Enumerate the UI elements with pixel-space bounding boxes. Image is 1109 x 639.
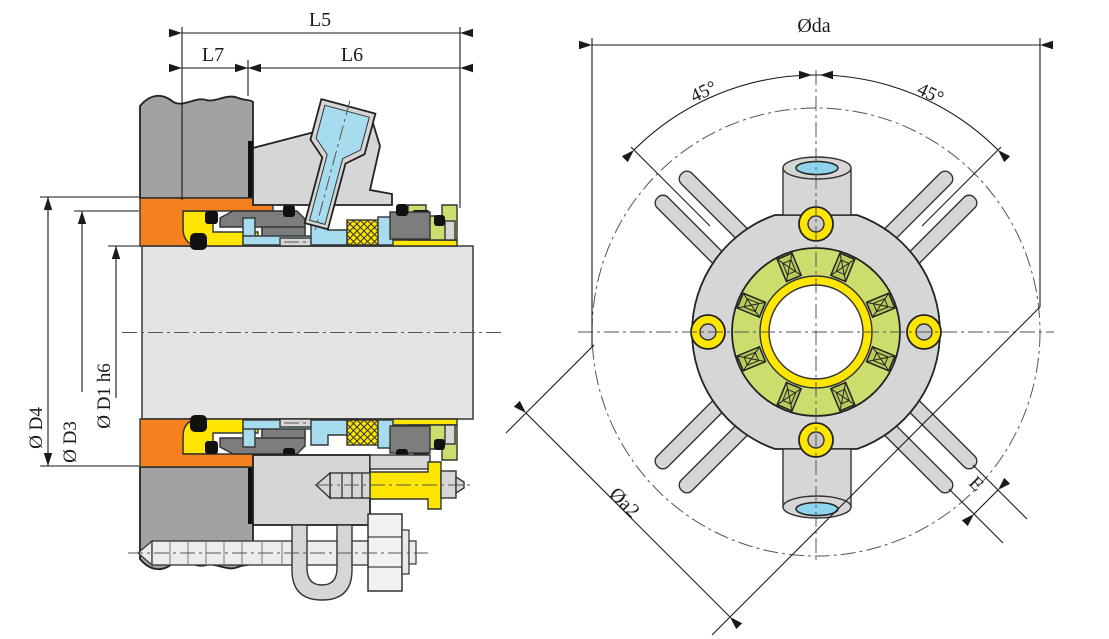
dim-label-l6: L6 bbox=[341, 44, 363, 66]
port-bore-cyan bbox=[795, 501, 839, 517]
dim-label-d3: Ø D3 bbox=[60, 421, 81, 463]
section-view: L5 L7 L6 Ø D4 Ø D3 bbox=[26, 9, 505, 601]
dim-label-e: E bbox=[964, 473, 987, 496]
flush-port-boss-bottom bbox=[782, 448, 852, 519]
end-view: Øda 45° 45° Øa2 bbox=[505, 15, 1054, 636]
flush-port-funnel bbox=[303, 98, 377, 231]
dim-label-d1: Ø D1 h6 bbox=[94, 363, 115, 428]
dim-l6: L6 bbox=[235, 44, 473, 73]
dim-label-l7: L7 bbox=[202, 44, 224, 66]
dim-d4: Ø D4 bbox=[26, 196, 139, 467]
dim-l5: L5 bbox=[169, 9, 473, 208]
dim-d1: Ø D1 h6 bbox=[94, 245, 140, 429]
dim-label-a2: Øa2 bbox=[605, 483, 644, 522]
gland-ledge bbox=[369, 454, 431, 470]
dim-d3: Ø D3 bbox=[60, 210, 139, 463]
dim-e: E bbox=[948, 464, 1028, 544]
dim-label-45-right: 45° bbox=[914, 79, 947, 109]
port-bore-cyan bbox=[795, 160, 839, 176]
u-clamp bbox=[291, 524, 353, 601]
dim-label-45-left: 45° bbox=[687, 77, 720, 107]
dim-label-da: Øda bbox=[797, 15, 830, 37]
washer bbox=[401, 529, 410, 575]
dim-label-l5: L5 bbox=[309, 9, 331, 31]
dim-da: Øda bbox=[579, 15, 1053, 347]
dim-label-d4: Ø D4 bbox=[26, 407, 47, 449]
